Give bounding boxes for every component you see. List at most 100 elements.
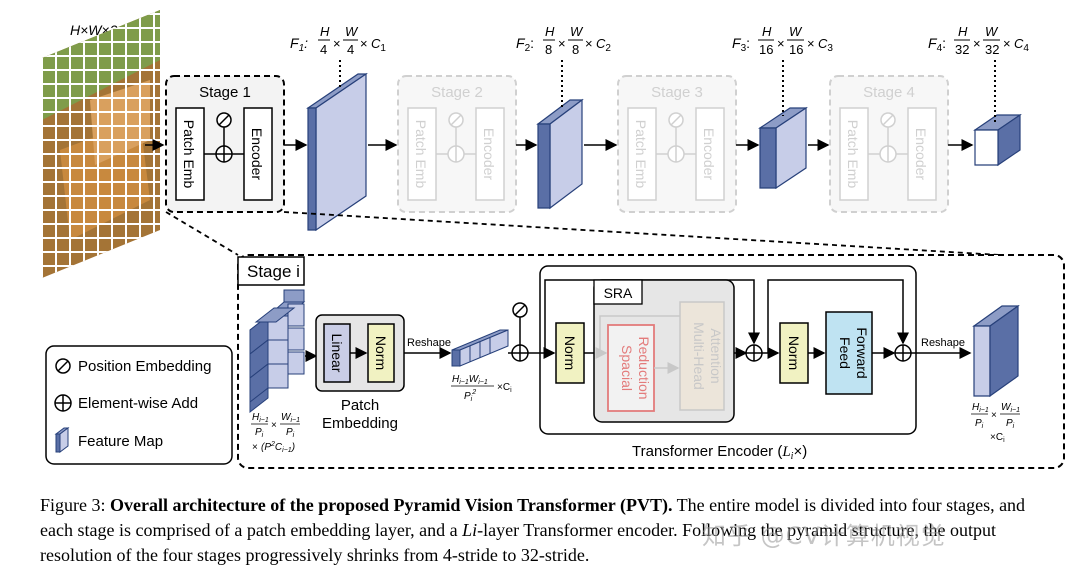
transformer-encoder-box — [539, 265, 917, 435]
f3-label: F3: H 16 × W 16 × C3 — [732, 24, 833, 57]
mha-label-1: Multi-Head — [691, 322, 707, 390]
svg-text:16: 16 — [759, 42, 773, 57]
svg-text:Pi: Pi — [255, 427, 264, 439]
svg-text:H: H — [320, 24, 330, 39]
svg-text:W: W — [789, 24, 803, 39]
svg-text:×Ci: ×Ci — [497, 382, 512, 394]
svg-text:F1:: F1: — [290, 35, 308, 54]
spatial-reduction-box — [607, 324, 655, 412]
caption-text-a: The entire model is divided into four st… — [40, 495, 1026, 540]
svg-text:Pi: Pi — [1006, 418, 1015, 430]
caption-bold: Overall architecture of the proposed Pyr… — [110, 495, 673, 515]
feature-map-f4 — [973, 113, 1022, 167]
stage2-title: Stage 2 — [431, 84, 483, 101]
svg-text:×Ci: ×Ci — [990, 432, 1005, 444]
mha-label-2: Attention — [708, 328, 724, 383]
stage4-title: Stage 4 — [863, 84, 915, 101]
zoom-connector-right — [283, 211, 1001, 256]
patch-embedding-label-2: Embedding — [322, 415, 398, 432]
figure-caption: Figure 3: Overall architecture of the pr… — [40, 493, 1060, 568]
svg-text:C4: C4 — [1014, 36, 1029, 54]
svg-text:×: × — [558, 36, 566, 51]
svg-text:×: × — [333, 36, 341, 51]
patch-embedding-label-1: Patch — [341, 397, 379, 414]
svg-text:C3: C3 — [818, 36, 833, 54]
svg-text:8: 8 — [545, 42, 552, 57]
feature-map-f1 — [306, 72, 368, 232]
norm-label-3: Norm — [786, 336, 802, 370]
feed-forward-box — [825, 311, 873, 395]
stage4-patch-emb: Patch Emb — [845, 120, 861, 189]
svg-text:×: × — [777, 36, 785, 51]
svg-text:×: × — [360, 36, 368, 51]
svg-text:F2:: F2: — [516, 35, 534, 54]
svg-text:32: 32 — [955, 42, 969, 57]
stage-i-title: Stage i — [247, 262, 300, 281]
input-token-size-label: Hi−1 Pi × Wi−1 Pi × (P2Ci−1) — [251, 412, 300, 454]
pvt-architecture-diagram: H×W×3 Stage 1 Patch Emb Encoder F1: H 4 — [42, 10, 1065, 469]
svg-text:4: 4 — [320, 42, 327, 57]
stage2-encoder: Encoder — [481, 128, 497, 180]
reshape-label-1: Reshape — [407, 337, 451, 349]
caption-math: Li — [462, 520, 478, 540]
multi-head-attention-box — [679, 301, 725, 411]
stage-i-detail: Stage i Hi−1 Pi × — [237, 254, 1065, 469]
svg-text:4: 4 — [347, 42, 354, 57]
stage4-encoder: Encoder — [913, 128, 929, 180]
reshape-label-2: Reshape — [921, 337, 965, 349]
feature-map-f2 — [536, 98, 584, 210]
feature-map-f3 — [758, 106, 808, 190]
svg-text:16: 16 — [789, 42, 803, 57]
stage3-encoder: Encoder — [701, 128, 717, 180]
svg-text:8: 8 — [572, 42, 579, 57]
input-token-cubes — [249, 289, 306, 414]
legend-position-embedding: Position Embedding — [78, 358, 211, 375]
stage2-patch-emb: Patch Emb — [413, 120, 429, 189]
legend-element-wise-add: Element-wise Add — [78, 395, 198, 412]
stage3-block: Stage 3 Patch Emb Encoder — [617, 75, 737, 213]
svg-text:×: × — [807, 36, 815, 51]
svg-text:H: H — [958, 24, 968, 39]
spatial-reduction-label-2: Reduction — [636, 336, 652, 399]
f4-label: F4: H 32 × W 32 × C4 — [928, 24, 1029, 57]
svg-text:W: W — [570, 24, 584, 39]
feed-forward-label-2: Forward — [854, 327, 870, 378]
token-sequence — [451, 329, 509, 367]
caption-text-b: -layer Transformer encoder. Following th… — [40, 520, 997, 565]
legend-feature-map-icon — [54, 427, 70, 453]
svg-text:×: × — [1003, 36, 1011, 51]
f1-label: F1: H 4 × W 4 × C1 — [290, 24, 386, 57]
svg-text:W: W — [985, 24, 999, 39]
stage2-block: Stage 2 Patch Emb Encoder — [397, 75, 517, 213]
norm-label-2: Norm — [562, 336, 578, 370]
legend: Position Embedding Element-wise Add Feat… — [45, 345, 233, 465]
linear-label: Linear — [329, 334, 345, 373]
sra-label: SRA — [604, 285, 633, 301]
input-image: H×W×3 — [42, 10, 160, 278]
svg-text:×: × — [252, 442, 258, 453]
zoom-connector-left — [165, 211, 239, 256]
norm-box-3 — [779, 322, 809, 384]
svg-text:Pi: Pi — [975, 418, 984, 430]
spatial-reduction-label-1: Spacial — [619, 345, 635, 391]
stage3-patch-emb: Patch Emb — [633, 120, 649, 189]
svg-text:W: W — [345, 24, 359, 39]
transformer-encoder-label: Transformer Encoder (Li×) — [632, 443, 807, 462]
stage-i-output-cube — [972, 304, 1020, 398]
svg-text:32: 32 — [985, 42, 999, 57]
watermark: 知乎 @CV计算机视觉 — [702, 522, 946, 550]
stage4-block: Stage 4 Patch Emb Encoder — [829, 75, 949, 213]
norm-label-1: Norm — [373, 336, 389, 370]
feed-forward-label-1: Feed — [837, 337, 853, 369]
svg-text:C1: C1 — [371, 36, 386, 54]
svg-text:F3:: F3: — [732, 35, 750, 54]
stage1-encoder: Encoder — [249, 128, 265, 180]
stage1-block: Stage 1 Patch Emb Encoder — [165, 75, 285, 213]
svg-text:F4:: F4: — [928, 35, 946, 54]
stage3-title: Stage 3 — [651, 84, 703, 101]
svg-text:Pi: Pi — [286, 427, 295, 439]
svg-text:×: × — [973, 36, 981, 51]
caption-label: Figure 3: — [40, 495, 106, 515]
svg-text:×: × — [585, 36, 593, 51]
svg-text:H: H — [545, 24, 555, 39]
